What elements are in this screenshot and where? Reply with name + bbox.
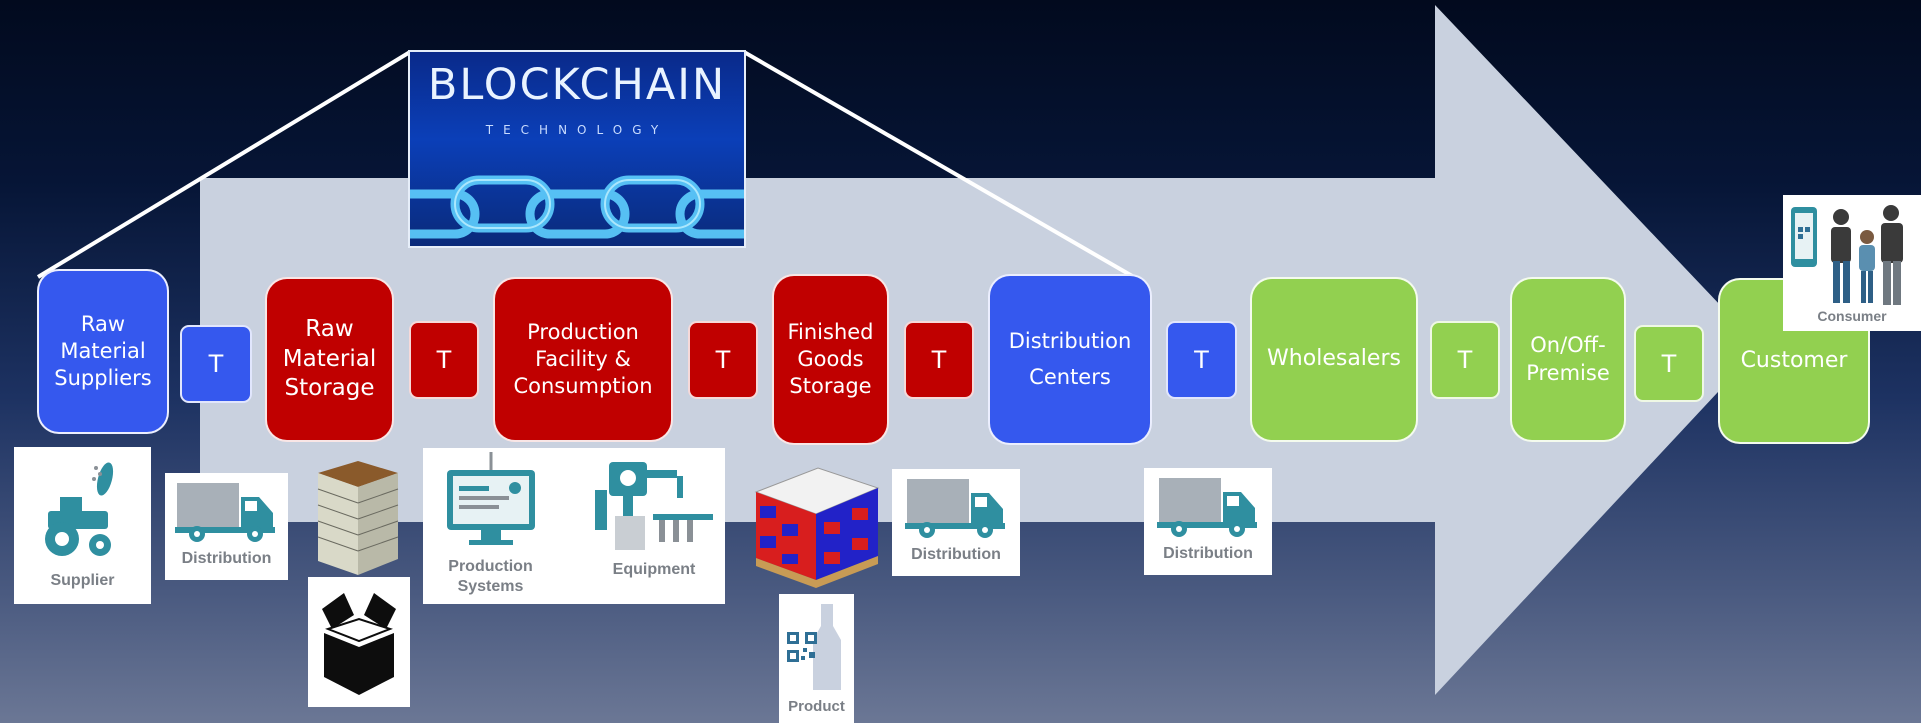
product-card: Product: [779, 594, 854, 723]
production-systems-caption: Production Systems: [448, 558, 533, 595]
transport-box-3: T: [688, 321, 758, 399]
distribution-card-2: Distribution: [892, 469, 1020, 576]
distribution-card-1: Distribution: [165, 473, 288, 580]
bottle-qr-icon: [787, 604, 841, 690]
open-box-card: [308, 577, 410, 707]
bracket-line-right: [743, 50, 1147, 286]
storage-building-image: [308, 453, 406, 578]
truck-icon: [905, 479, 1005, 538]
transport-box-5: T: [1166, 321, 1237, 399]
node-distribution-centers: Distribution Centers: [988, 274, 1152, 445]
truck-icon: [175, 483, 275, 542]
production-systems-icon: [447, 452, 535, 545]
transport-box-2: T: [409, 321, 479, 399]
equipment-caption: Equipment: [612, 561, 696, 578]
pallet-image: [752, 462, 882, 590]
transport-box-7: T: [1634, 325, 1704, 402]
node-raw-material-suppliers: Raw Material Suppliers: [37, 269, 169, 434]
product-caption: Product: [788, 698, 845, 715]
distribution-caption-1: Distribution: [181, 550, 272, 567]
node-production-facility: Production Facility & Consumption: [493, 277, 673, 442]
truck-icon: [1157, 478, 1257, 537]
transport-box-1: T: [180, 325, 252, 403]
production-equipment-card: Production Systems Equipment: [423, 448, 725, 604]
blockchain-image: BLOCKCHAIN TECHNOLOGY: [408, 50, 746, 248]
pallet-boxes-icon: [754, 467, 880, 588]
chain-icon: [410, 175, 744, 239]
distribution-caption-3: Distribution: [1163, 545, 1253, 562]
blockchain-title: BLOCKCHAIN: [427, 60, 727, 110]
node-finished-goods-storage: Finished Goods Storage: [772, 274, 889, 445]
tractor-icon: [45, 462, 114, 556]
consumer-card: Consumer: [1783, 195, 1921, 331]
consumer-caption: Consumer: [1817, 308, 1887, 324]
node-on-off-premise: On/Off- Premise: [1510, 277, 1626, 442]
equipment-icon: [595, 462, 713, 550]
supplier-card: Supplier: [14, 447, 151, 604]
transport-box-4: T: [904, 321, 974, 399]
node-wholesalers: Wholesalers: [1250, 277, 1418, 442]
open-box-icon: [322, 593, 396, 695]
node-raw-material-storage: Raw Material Storage: [265, 277, 394, 442]
blockchain-subtitle: TECHNOLOGY: [485, 123, 669, 137]
distribution-card-3: Distribution: [1144, 468, 1272, 575]
bracket-line-left: [36, 50, 412, 279]
warehouse-building-icon: [317, 461, 399, 575]
transport-box-6: T: [1430, 321, 1500, 399]
supplier-caption: Supplier: [50, 572, 115, 589]
distribution-caption-2: Distribution: [911, 546, 1001, 563]
consumer-family-icon: [1791, 205, 1903, 305]
